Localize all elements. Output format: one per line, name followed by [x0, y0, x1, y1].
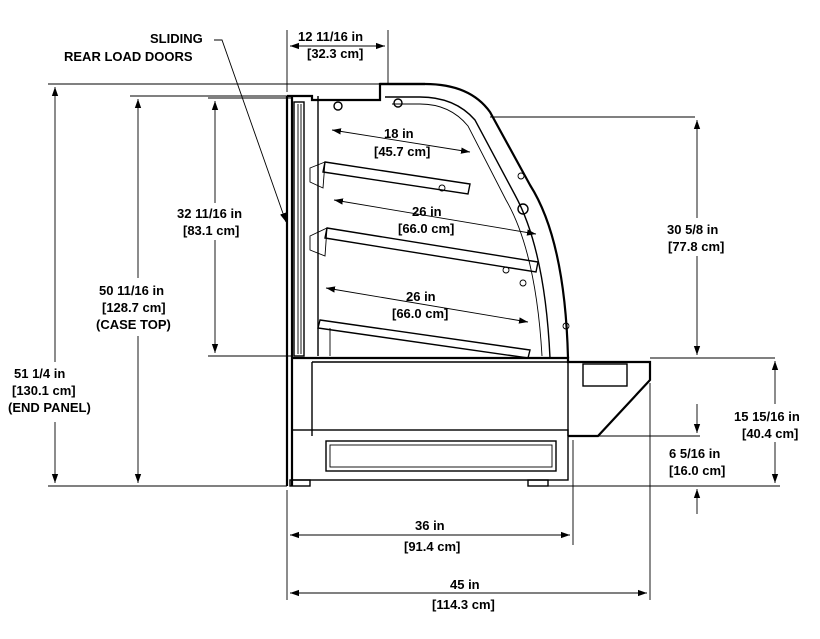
shelf-low: [317, 319, 531, 359]
dim-shelf-low-imperial: 26 in: [406, 289, 436, 304]
rear-door-glass: [297, 104, 302, 354]
dim-shelf-low-metric: [66.0 cm]: [392, 306, 448, 321]
dim-overall-depth-metric: [114.3 cm]: [432, 597, 495, 612]
dim-shelf-top: 18 in [45.7 cm]: [331, 126, 471, 159]
side-dot-2: [519, 279, 527, 287]
side-dot-3: [562, 322, 570, 330]
dim-shelf-top-imperial: 18 in: [384, 126, 414, 141]
dim-top-depth-imperial: 12 11/16 in: [298, 29, 363, 44]
dim-base-height: 6 5/16 in [16.0 cm]: [548, 404, 780, 514]
callout-line-2: REAR LOAD DOORS: [64, 49, 193, 64]
base-grille-inner: [329, 444, 553, 468]
lower-front: [311, 362, 569, 436]
dim-case-top: 50 11/16 in [128.7 cm] (CASE TOP): [96, 95, 287, 483]
front-label-box: [582, 363, 628, 387]
shelf-mid: [324, 227, 539, 273]
dim-end-panel-metric: [130.1 cm]: [12, 383, 76, 398]
dim-door-height: 32 11/16 in [83.1 cm]: [177, 97, 292, 357]
dim-case-top-metric: [128.7 cm]: [102, 300, 166, 315]
base-grille: [325, 440, 557, 472]
dim-door-height-ext: [208, 97, 292, 357]
dim-top-depth-ext: [286, 30, 389, 92]
dim-opening-height-metric: [77.8 cm]: [668, 239, 724, 254]
dim-end-panel-note: (END PANEL): [8, 400, 91, 415]
top-light: [393, 98, 403, 108]
dim-shelf-mid-line: [333, 198, 537, 236]
dim-door-height-metric: [83.1 cm]: [183, 223, 239, 238]
dim-case-depth-imperial: 36 in: [415, 518, 445, 533]
dim-shelf-mid-metric: [66.0 cm]: [398, 221, 454, 236]
dim-shelf-mid: 26 in [66.0 cm]: [333, 198, 537, 236]
dim-deck-height-imperial: 15 15/16 in: [734, 409, 800, 424]
dim-shelf-top-line: [331, 128, 471, 154]
dim-overall-depth-imperial: 45 in: [450, 577, 480, 592]
rear-light: [333, 101, 343, 111]
shelves: [309, 161, 539, 359]
dim-top-depth-metric: [32.3 cm]: [307, 46, 363, 61]
base-cabinet: [291, 429, 569, 481]
case-body: [285, 82, 695, 487]
dim-shelf-low: 26 in [66.0 cm]: [325, 286, 529, 324]
dim-case-depth: 36 in [91.4 cm]: [286, 440, 574, 600]
rear-foot: [289, 479, 311, 487]
dim-base-height-imperial: 6 5/16 in: [669, 446, 720, 461]
side-dot-1: [517, 172, 525, 180]
dim-door-height-imperial: 32 11/16 in: [177, 206, 242, 221]
end-panel-outer: [380, 82, 570, 359]
dim-shelf-mid-imperial: 26 in: [412, 204, 442, 219]
dim-end-panel: 51 1/4 in [130.1 cm] (END PANEL): [8, 83, 380, 487]
dim-shelf-low-line: [325, 286, 529, 324]
dim-opening-height: 30 5/8 in [77.8 cm]: [650, 120, 775, 359]
dim-case-depth-metric: [91.4 cm]: [404, 539, 460, 554]
dim-case-top-imperial: 50 11/16 in: [99, 283, 164, 298]
dim-overall-depth: 45 in [114.3 cm]: [290, 383, 651, 612]
dim-opening-height-imperial: 30 5/8 in: [667, 222, 718, 237]
dim-end-panel-imperial: 51 1/4 in: [14, 366, 65, 381]
shelf-mid-bracket: [309, 227, 328, 257]
dim-end-panel-ext: [48, 83, 380, 487]
shelf-top-bracket: [309, 161, 326, 189]
shelf-top: [322, 161, 471, 195]
dim-case-depth-ext: [286, 440, 574, 600]
dim-deck-height-metric: [40.4 cm]: [742, 426, 798, 441]
dim-shelf-top-metric: [45.7 cm]: [374, 144, 430, 159]
rear-door-frame: [293, 101, 305, 357]
dim-base-height-metric: [16.0 cm]: [669, 463, 725, 478]
callout-leader: [214, 39, 287, 223]
shelf-top-knob: [438, 184, 446, 192]
sliding-doors-callout: SLIDING REAR LOAD DOORS: [64, 31, 287, 223]
callout-line-1: SLIDING: [150, 31, 203, 46]
front-deck: [292, 356, 652, 438]
dim-case-top-note: (CASE TOP): [96, 317, 171, 332]
front-foot: [527, 479, 549, 487]
dim-top-depth: 12 11/16 in [32.3 cm]: [286, 29, 389, 92]
rear-panel: [285, 96, 294, 486]
shelf-mid-knob: [502, 266, 510, 274]
dim-deck-height: 15 15/16 in [40.4 cm]: [734, 361, 800, 483]
